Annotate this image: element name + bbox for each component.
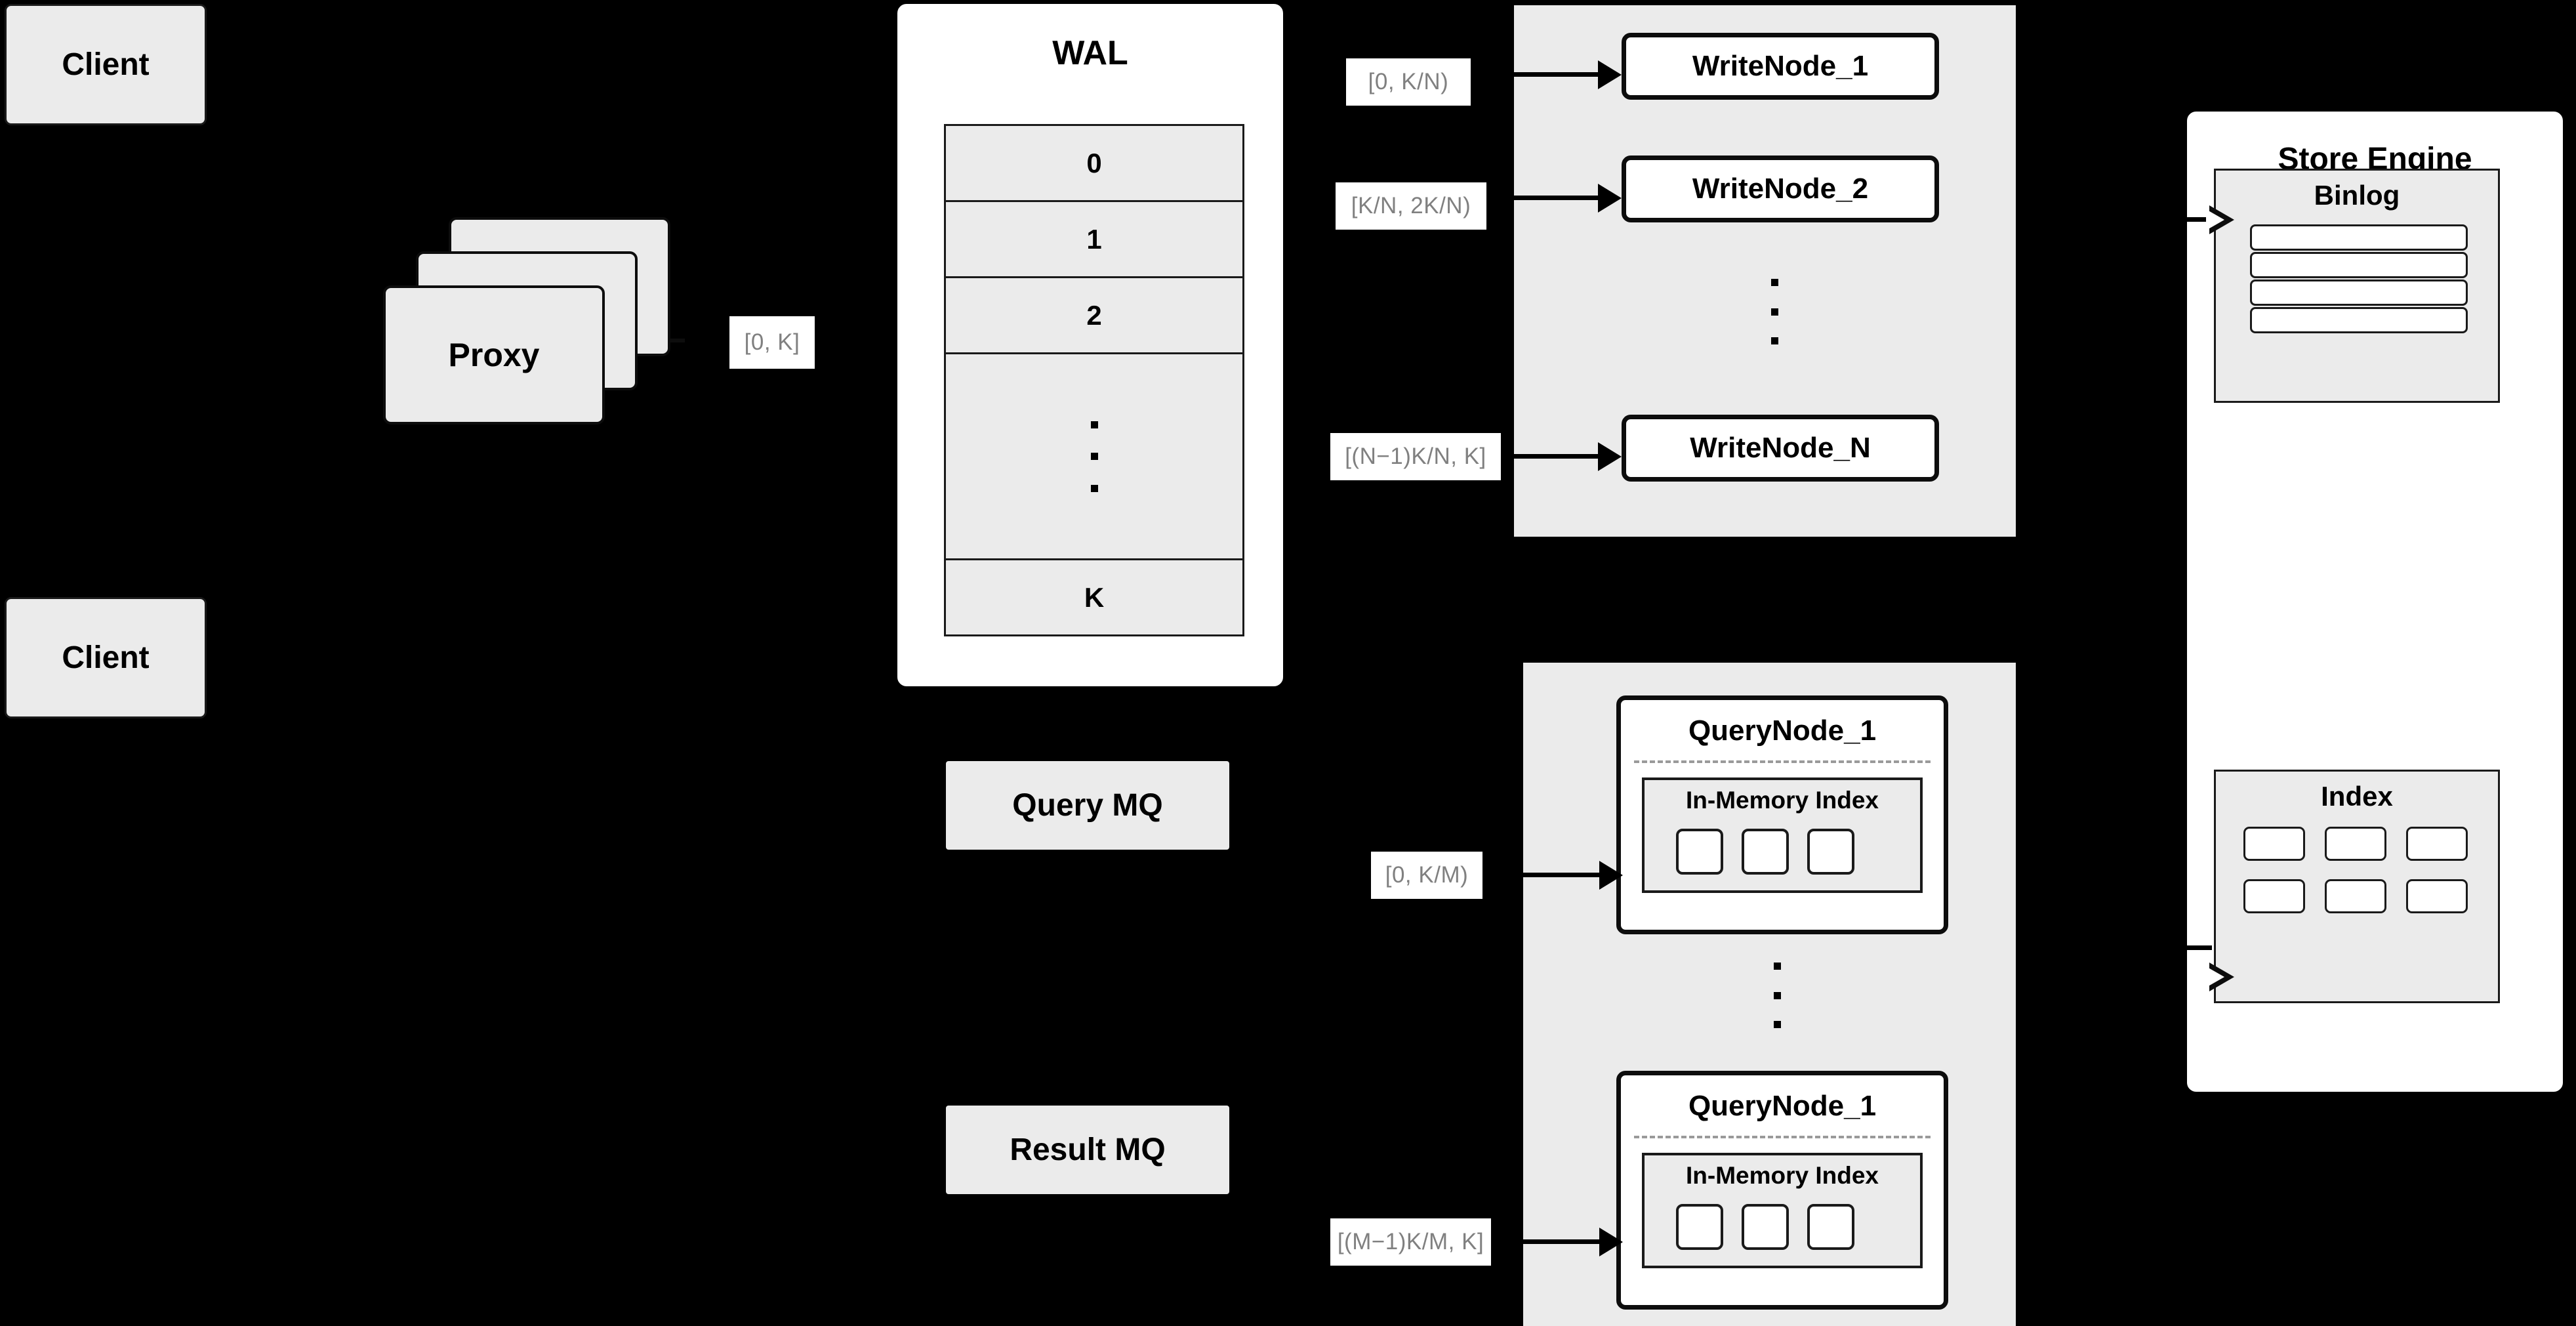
binlog-box: Binlog [2214,169,2500,403]
arrow-to-binlog [2184,217,2212,222]
in-memory-index-cell[interactable] [1742,829,1789,875]
write-node-n[interactable]: WriteNode_N [1622,415,1939,482]
edge-label-proxy-range-text: [0, K] [744,329,800,355]
arrow-to-write-node-1 [1514,72,1603,77]
query-node-2-divider [1634,1136,1931,1138]
arrow-to-index [2184,945,2212,950]
write-node-1-label: WriteNode_1 [1692,50,1869,82]
index-cell[interactable] [2406,879,2468,913]
edge-label-querynode-1-range: [0, K/M) [1371,852,1482,899]
client-node-1[interactable]: Client [5,4,207,125]
client-node-2[interactable]: Client [5,597,207,718]
wal-row[interactable]: K [946,560,1242,634]
index-box: Index [2214,770,2500,1003]
arrow-to-query-node-2 [1522,1239,1604,1244]
edge-label-writenode-2-range-text: [K/N, 2K/N) [1351,193,1471,218]
proxy-node[interactable]: Proxy [383,285,605,425]
arrow-to-write-node-2 [1514,196,1603,200]
query-node-1[interactable]: QueryNode_1 In-Memory Index [1616,695,1948,934]
in-memory-index-cell[interactable] [1676,829,1723,875]
query-node-ellipsis-dots [1774,963,1781,1028]
in-memory-index-cell[interactable] [1807,829,1854,875]
result-mq-node[interactable]: Result MQ [946,1106,1229,1194]
wal-container: WAL 0 1 2 K [897,4,1283,686]
write-node-ellipsis-dots [1771,279,1778,344]
edge-label-writenode-1-range-text: [0, K/N) [1368,69,1449,94]
write-node-n-label: WriteNode_N [1690,432,1871,464]
binlog-entry[interactable] [2250,224,2468,251]
edge-label-proxy-range: [0, K] [729,316,815,369]
edge-label-writenode-n-range-text: [(N−1)K/N, K] [1345,444,1486,469]
query-node-2-in-memory-index: In-Memory Index [1642,1153,1923,1268]
wal-row[interactable]: 1 [946,202,1242,278]
index-cell[interactable] [2325,879,2386,913]
edge-label-querynode-2-range: [(M−1)K/M, K] [1330,1218,1491,1266]
query-mq-label: Query MQ [1012,788,1163,823]
query-mq-node[interactable]: Query MQ [946,761,1229,850]
in-memory-index-cell[interactable] [1742,1204,1789,1250]
wal-table: 0 1 2 K [944,124,1244,636]
client-node-1-label: Client [62,47,150,82]
proxy-connector-stub [664,339,685,342]
arrow-head-to-query-node-2 [1599,1228,1623,1256]
edge-label-querynode-1-range-text: [0, K/M) [1385,862,1469,888]
query-node-cluster: QueryNode_1 In-Memory Index QueryNode_1 … [1523,663,2016,1326]
wal-row-ellipsis [946,354,1242,560]
query-node-2-label: QueryNode_1 [1688,1090,1877,1122]
arrow-head-to-write-node-n [1598,442,1622,471]
index-cell[interactable] [2325,827,2386,861]
query-node-1-in-memory-index-label: In-Memory Index [1686,787,1879,814]
write-node-2[interactable]: WriteNode_2 [1622,155,1939,222]
write-node-cluster: WriteNode_1 WriteNode_2 WriteNode_N [1514,5,2016,537]
index-cell[interactable] [2243,827,2305,861]
binlog-title: Binlog [2314,180,2400,211]
index-cell[interactable] [2243,879,2305,913]
binlog-entry[interactable] [2250,307,2468,333]
query-node-2-in-memory-index-label: In-Memory Index [1686,1162,1879,1189]
edge-label-writenode-1-range: [0, K/N) [1346,58,1471,106]
edge-label-querynode-2-range-text: [(M−1)K/M, K] [1337,1229,1484,1254]
query-node-1-divider [1634,760,1931,763]
wal-title: WAL [1052,34,1128,72]
query-node-2[interactable]: QueryNode_1 In-Memory Index [1616,1071,1948,1310]
in-memory-index-cell[interactable] [1676,1204,1723,1250]
wal-ellipsis-dots [1090,421,1098,492]
query-node-1-in-memory-index: In-Memory Index [1642,777,1923,893]
edge-label-writenode-n-range: [(N−1)K/N, K] [1330,433,1501,480]
write-node-2-label: WriteNode_2 [1692,173,1869,205]
arrow-head-to-binlog [2206,205,2234,234]
store-engine-container: Store Engine Binlog Index [2187,112,2563,1092]
arrow-to-query-node-1 [1522,873,1604,877]
arrow-head-to-query-node-1 [1599,861,1623,890]
edge-label-writenode-2-range: [K/N, 2K/N) [1336,182,1486,230]
binlog-entry[interactable] [2250,252,2468,278]
client-node-2-label: Client [62,640,150,675]
index-cell[interactable] [2406,827,2468,861]
arrow-to-write-node-n [1514,454,1603,459]
arrow-head-to-write-node-2 [1598,184,1622,213]
arrow-head-to-write-node-1 [1598,60,1622,89]
query-node-1-label: QueryNode_1 [1688,715,1877,747]
wal-row[interactable]: 0 [946,126,1242,202]
proxy-label: Proxy [448,337,540,373]
index-title: Index [2321,781,2393,812]
wal-row[interactable]: 2 [946,278,1242,354]
write-node-1[interactable]: WriteNode_1 [1622,33,1939,100]
result-mq-label: Result MQ [1010,1132,1166,1167]
arrow-head-to-index [2206,963,2234,991]
in-memory-index-cell[interactable] [1807,1204,1854,1250]
binlog-entry[interactable] [2250,280,2468,306]
